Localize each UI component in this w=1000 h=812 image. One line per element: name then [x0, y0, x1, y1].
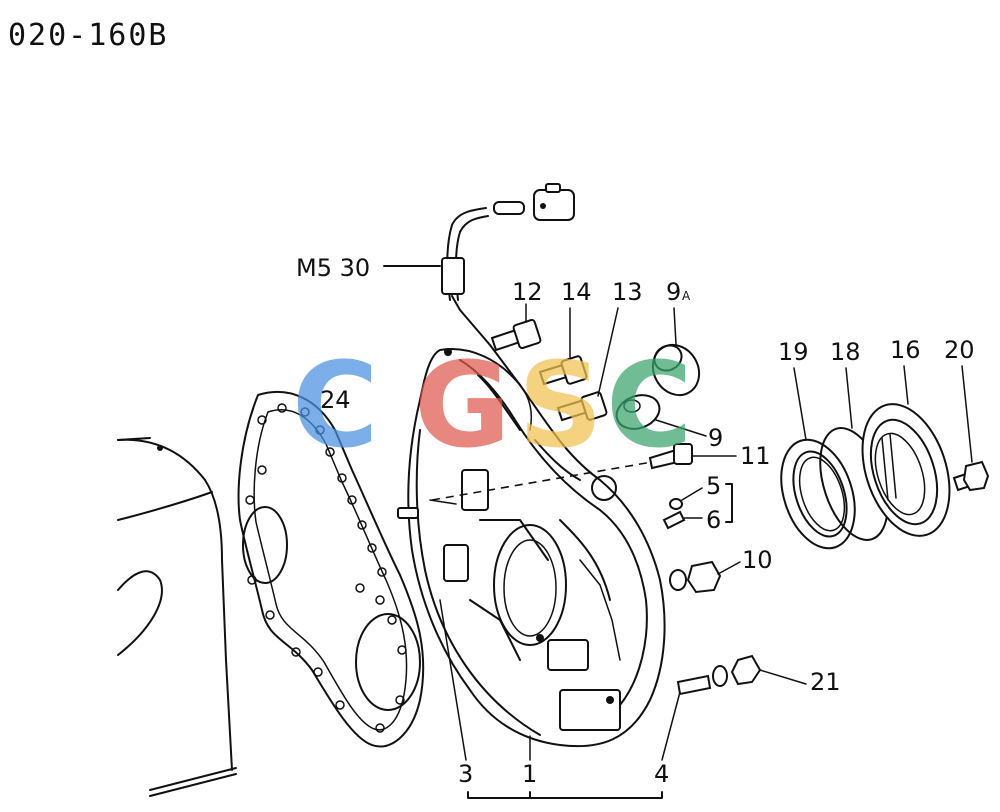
callout-14: 14 [561, 278, 592, 306]
stud-washer-nut-21 [676, 654, 807, 696]
callout-10: 10 [742, 546, 773, 574]
watermark-letter-c2: C [606, 336, 693, 474]
bolt-14 [538, 307, 588, 386]
cover-16 [861, 365, 951, 537]
callout-9a-suffix: A [682, 289, 691, 303]
engine-block-outline [117, 437, 237, 797]
callout-20: 20 [944, 336, 975, 364]
stud-left [397, 507, 419, 519]
callout-11: 11 [740, 442, 771, 470]
callout-16: 16 [890, 336, 921, 364]
callout-9: 9 [708, 424, 723, 452]
callout-1: 1 [522, 760, 537, 788]
seal-19 [780, 367, 856, 550]
callout-9a: 9 [666, 278, 681, 306]
callout-21: 21 [810, 668, 841, 696]
watermark-letter-c1: C [292, 336, 379, 474]
shaft-centerline [431, 461, 653, 501]
callout-18: 18 [830, 338, 861, 366]
oring-9 [615, 394, 707, 437]
watermark-letter-g: G [414, 336, 511, 474]
bolt-11 [648, 443, 737, 470]
callout-4: 4 [654, 760, 669, 788]
nut-10 [669, 560, 741, 594]
callout-6: 6 [706, 506, 721, 534]
washer-5-screw-6 [662, 483, 733, 530]
document-code: 020-160B [8, 18, 169, 53]
callout-12: 12 [512, 278, 543, 306]
callout-13: 13 [612, 278, 643, 306]
gasket-24 [237, 390, 425, 748]
timing-housing-1 [407, 348, 666, 748]
bolt-12 [490, 303, 542, 352]
watermark-letter-s: S [518, 336, 603, 474]
callout-m5-30: M5 30 [296, 254, 370, 282]
cap-9a [651, 307, 701, 397]
bolt-13 [556, 307, 619, 422]
callout-24: 24 [320, 386, 351, 414]
cgsc-watermark: C G S C [292, 336, 693, 474]
sensor-harness [383, 183, 575, 386]
callout-5: 5 [706, 472, 721, 500]
callout-3: 3 [458, 760, 473, 788]
bolt-20 [952, 365, 990, 492]
assembly-bracket [439, 599, 681, 799]
callout-19: 19 [778, 338, 809, 366]
